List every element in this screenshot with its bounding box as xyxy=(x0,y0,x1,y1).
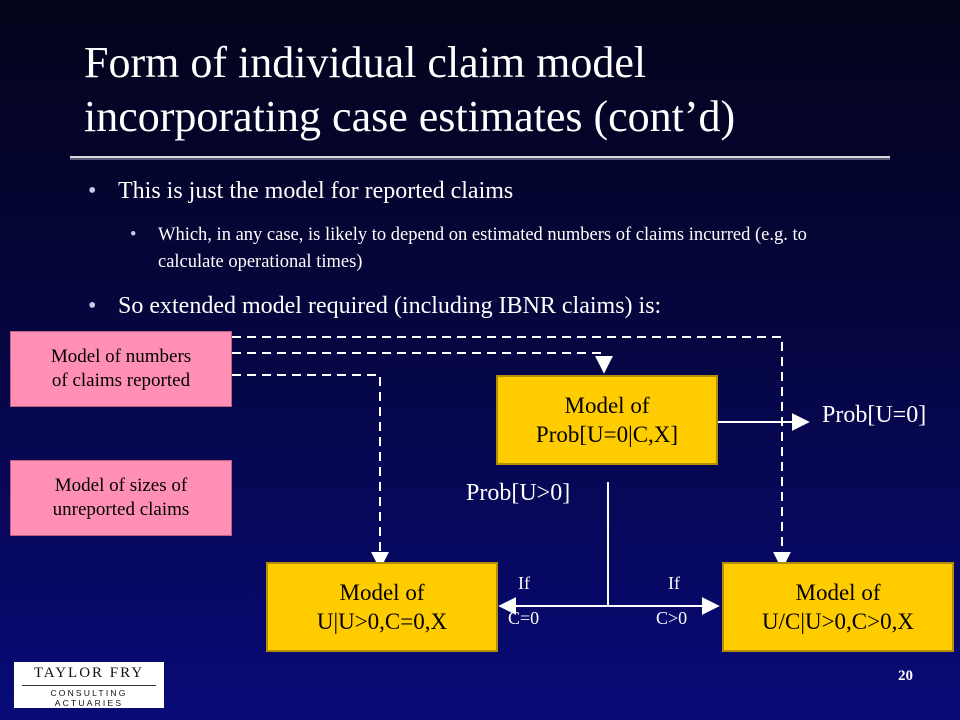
dashed-connector-middle xyxy=(232,352,613,374)
left-box-line-2: U|U>0,C=0,X xyxy=(316,609,448,634)
left-box-line-1: Model of xyxy=(339,580,425,605)
sizes-box-line-1: Model of sizes of xyxy=(54,475,188,496)
sizes-box-line-2: unreported claims xyxy=(52,499,190,520)
title-divider xyxy=(70,156,890,160)
bullet-2: • Which, in any case, is likely to depen… xyxy=(130,222,850,272)
bullet-1: • This is just the model for reported cl… xyxy=(88,178,513,205)
left-model-box: Model of U|U>0,C=0,X xyxy=(266,562,498,652)
if-right-label: If xyxy=(668,573,680,593)
right-model-box: Model of U/C|U>0,C>0,X xyxy=(722,562,954,652)
prob-ugt0-label: Prob[U>0] xyxy=(466,480,571,506)
c-gt-0-label: C>0 xyxy=(656,608,688,628)
taylor-fry-logo: TAYLOR FRY CONSULTING ACTUARIES xyxy=(14,662,164,708)
numbers-box-line-2: of claims reported xyxy=(51,370,191,391)
title-line-2: incorporating case estimates (cont’d) xyxy=(84,92,736,141)
prob-model-box: Model of Prob[U=0|C,X] xyxy=(496,375,718,465)
logo-name: TAYLOR FRY xyxy=(22,665,156,686)
bullet-text: So extended model required (including IB… xyxy=(118,293,662,319)
numbers-reported-box: Model of numbers of claims reported xyxy=(10,331,232,407)
sizes-unreported-box: Model of sizes of unreported claims xyxy=(10,460,232,536)
dashed-connector-bottom xyxy=(232,374,389,570)
prob-box-line-1: Model of xyxy=(564,393,650,418)
c-eq-0-label: C=0 xyxy=(508,608,540,628)
prob-box-line-2: Prob[U=0|C,X] xyxy=(535,422,679,447)
right-box-line-2: U/C|U>0,C>0,X xyxy=(762,609,914,634)
bullet-3: • So extended model required (including … xyxy=(88,293,661,320)
page-number: 20 xyxy=(898,668,913,684)
right-box-line-1: Model of xyxy=(795,580,881,605)
title-line-1: Form of individual claim model xyxy=(84,38,647,87)
numbers-box-line-1: Model of numbers xyxy=(50,346,192,367)
logo-tagline: CONSULTING ACTUARIES xyxy=(50,688,128,708)
prob-u0-label: Prob[U=0] xyxy=(822,402,927,428)
if-left-label: If xyxy=(518,573,530,593)
bullet-marker: • xyxy=(88,293,97,319)
bullet-marker: • xyxy=(88,178,97,204)
bullet-text: Which, in any case, is likely to depend … xyxy=(158,225,807,272)
bullet-text: This is just the model for reported clai… xyxy=(118,178,514,204)
dashed-connector-top xyxy=(232,336,791,570)
bullet-marker: • xyxy=(130,225,137,245)
slide-title: Form of individual claim model incorpora… xyxy=(84,36,904,144)
